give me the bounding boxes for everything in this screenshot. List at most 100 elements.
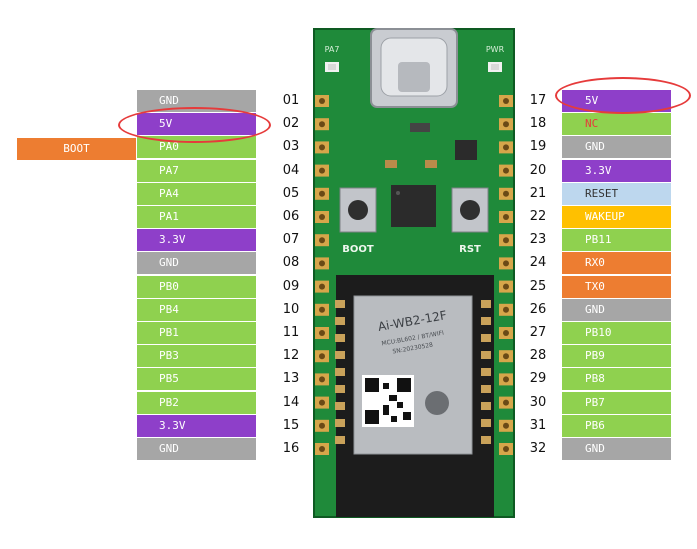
pin-label-28: PB9 xyxy=(562,345,671,368)
pin-number-23: 23 xyxy=(529,232,547,248)
rst-button-graphic xyxy=(451,187,489,233)
pin-label-30: PB7 xyxy=(562,391,671,414)
pin-label-21: RESET xyxy=(562,182,671,205)
header-hole xyxy=(503,214,509,220)
header-hole xyxy=(503,190,509,197)
silk-pwr: PWR xyxy=(486,45,505,54)
header-hole xyxy=(503,353,509,360)
module-castellation xyxy=(481,351,491,359)
module-castellation xyxy=(335,300,345,308)
pin-number-06: 06 xyxy=(282,209,300,224)
pin-number-30: 30 xyxy=(529,394,547,410)
pin-label-25: TX0 xyxy=(562,275,671,298)
highlight-ring-5v-left xyxy=(118,107,271,143)
pin-number-29: 29 xyxy=(529,371,547,387)
module-castellation xyxy=(481,385,491,393)
pin-label-09: PB0 xyxy=(137,275,256,298)
pin-label-27: PB10 xyxy=(562,322,671,344)
pin-number-10: 10 xyxy=(282,301,300,317)
pin-label-16: GND xyxy=(137,438,256,460)
pin-number-27: 27 xyxy=(529,325,547,340)
header-hole xyxy=(503,446,509,452)
pin-label-03: PA0 xyxy=(137,136,256,159)
pin-label-26: GND xyxy=(562,298,671,321)
header-hole xyxy=(503,98,509,104)
pin-number-17: 17 xyxy=(529,93,547,108)
module-castellation xyxy=(481,317,491,325)
pin-label-01: GND xyxy=(137,90,256,112)
header-hole xyxy=(503,144,509,151)
pin-number-13: 13 xyxy=(282,371,300,387)
module-castellation xyxy=(481,334,491,342)
pwr-led xyxy=(488,62,502,72)
header-hole xyxy=(503,330,509,336)
header-hole xyxy=(319,399,325,406)
pin-label-13: PB5 xyxy=(137,368,256,391)
pin-label-19: GND xyxy=(562,136,671,159)
boot-tag: BOOT xyxy=(17,138,136,160)
pin-label-11: PB1 xyxy=(137,322,256,344)
header-hole xyxy=(319,446,325,452)
header-hole xyxy=(319,214,325,220)
header-hole xyxy=(503,260,509,267)
header-hole xyxy=(503,422,509,429)
header-hole xyxy=(319,167,325,174)
module-castellation xyxy=(335,402,345,410)
pin-number-07: 07 xyxy=(282,232,300,248)
header-hole xyxy=(503,376,509,383)
pin-label-12: PB3 xyxy=(137,345,256,368)
pin-number-32: 32 xyxy=(529,441,547,456)
pin-label-24: RX0 xyxy=(562,252,671,275)
pin-label-15: 3.3V xyxy=(137,414,256,437)
header-hole xyxy=(319,98,325,104)
module-castellation xyxy=(481,402,491,410)
thinker-logo xyxy=(425,391,449,415)
module-castellation xyxy=(481,368,491,376)
pin-number-02: 02 xyxy=(282,116,300,132)
pin-number-01: 01 xyxy=(282,93,300,108)
pin-number-15: 15 xyxy=(282,417,300,433)
pin-number-20: 20 xyxy=(529,162,547,178)
pin-number-03: 03 xyxy=(282,139,300,155)
module-castellation xyxy=(481,300,491,308)
module-castellation xyxy=(335,334,345,342)
header-hole xyxy=(503,399,509,406)
pin-number-31: 31 xyxy=(529,417,547,433)
boot-button-graphic xyxy=(339,187,377,233)
pin-label-18: NC xyxy=(562,113,671,136)
header-hole xyxy=(319,353,325,360)
pin-number-26: 26 xyxy=(529,301,547,317)
pin-label-31: PB6 xyxy=(562,414,671,437)
pin-label-32: GND xyxy=(562,438,671,460)
module-castellation xyxy=(335,385,345,393)
module-castellation xyxy=(335,436,345,444)
header-hole xyxy=(503,167,509,174)
wifi-module xyxy=(336,275,494,517)
pin-label-04: PA7 xyxy=(137,159,256,182)
header-hole xyxy=(319,144,325,151)
pa7-led xyxy=(325,62,339,72)
module-pads xyxy=(335,300,491,444)
pin-number-09: 09 xyxy=(282,278,300,294)
header-hole xyxy=(319,330,325,336)
pin-number-14: 14 xyxy=(282,394,300,410)
header-hole xyxy=(503,237,509,244)
pin-number-21: 21 xyxy=(529,185,547,201)
pin-number-22: 22 xyxy=(529,209,547,224)
module-castellation xyxy=(335,419,345,427)
header-hole xyxy=(319,306,325,313)
pin-label-05: PA4 xyxy=(137,182,256,205)
pin-label-10: PB4 xyxy=(137,298,256,321)
highlight-ring-5v-right xyxy=(555,77,691,114)
module-castellation xyxy=(481,436,491,444)
pin-number-19: 19 xyxy=(529,139,547,155)
pin-label-23: PB11 xyxy=(562,229,671,252)
pin-number-08: 08 xyxy=(282,255,300,271)
header-hole xyxy=(503,283,509,290)
header-hole xyxy=(319,260,325,267)
pin-label-22: WAKEUP xyxy=(562,206,671,228)
header-hole xyxy=(319,422,325,429)
pin-number-28: 28 xyxy=(529,348,547,364)
